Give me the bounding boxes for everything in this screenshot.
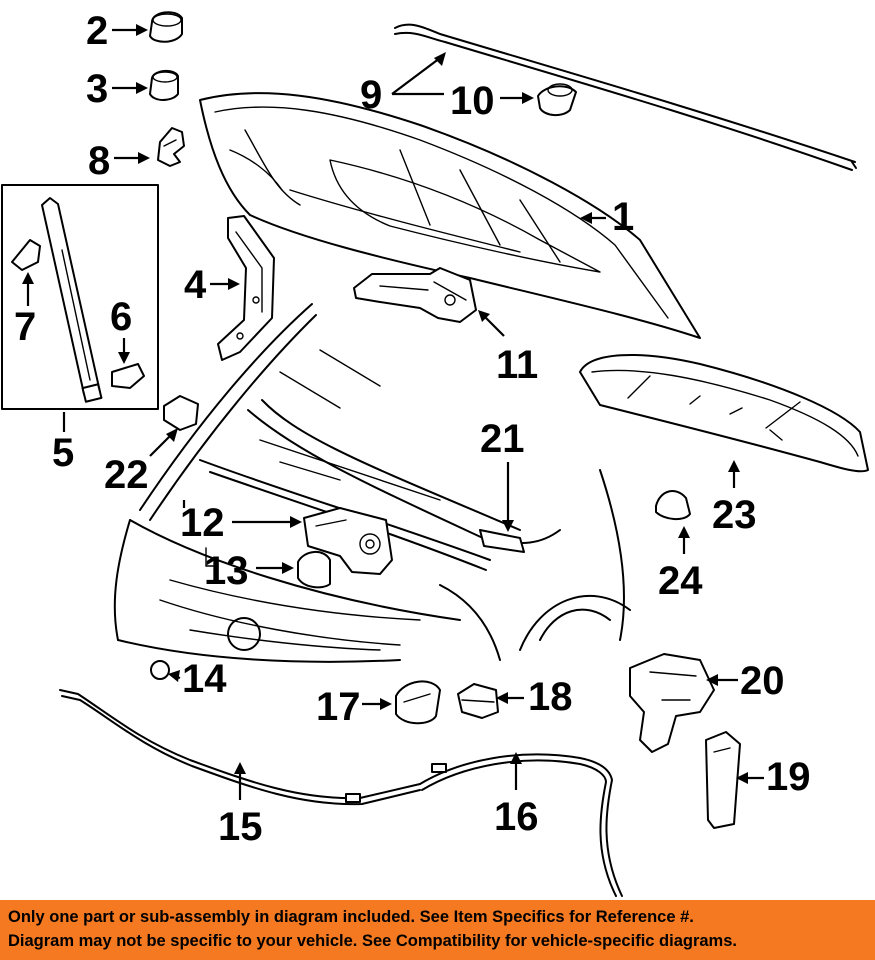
svg-text:7: 7 <box>14 305 36 349</box>
svg-text:21: 21 <box>480 417 525 461</box>
latch-assembly-12 <box>303 507 393 575</box>
callout-11: 11 <box>478 310 538 387</box>
svg-text:10: 10 <box>450 79 495 123</box>
svg-text:18: 18 <box>528 675 573 719</box>
svg-text:8: 8 <box>88 139 110 183</box>
svg-text:4: 4 <box>184 263 207 307</box>
callout-24: 24 <box>658 526 703 603</box>
callout-9: 9 <box>360 52 446 117</box>
release-cable-15 <box>59 689 421 806</box>
svg-text:1: 1 <box>612 195 634 239</box>
callout-6: 6 <box>110 295 132 364</box>
svg-text:16: 16 <box>494 795 539 839</box>
bumper-part-10 <box>537 83 577 116</box>
disclaimer-line-2: Diagram may not be specific to your vehi… <box>8 932 737 950</box>
disclaimer-line-1: Only one part or sub-assembly in diagram… <box>8 908 694 926</box>
release-handle-17 <box>395 680 441 725</box>
svg-text:9: 9 <box>360 73 382 117</box>
bumper-part-2 <box>149 11 183 43</box>
release-cable-16 <box>419 753 623 897</box>
release-handle-13 <box>297 551 331 589</box>
svg-text:22: 22 <box>104 453 149 497</box>
bumper-part-3 <box>149 70 179 101</box>
svg-text:3: 3 <box>86 67 108 111</box>
callout-1: 1 <box>580 195 634 239</box>
clip-part-8 <box>157 127 185 167</box>
svg-text:20: 20 <box>740 659 785 703</box>
callout-21: 21 <box>480 417 525 532</box>
bumper-part-14 <box>150 660 170 680</box>
callout-10: 10 <box>450 79 534 123</box>
callout-20: 20 <box>706 659 785 703</box>
svg-text:5: 5 <box>52 431 74 475</box>
disclaimer-banner: Only one part or sub-assembly in diagram… <box>0 900 875 960</box>
cowl-panel <box>479 529 525 553</box>
callout-14: 14 <box>168 657 227 701</box>
svg-text:23: 23 <box>712 493 757 537</box>
svg-text:14: 14 <box>182 657 227 701</box>
svg-text:13: 13 <box>204 549 249 593</box>
callout-15: 15 <box>218 762 263 849</box>
parts-diagram: 1 2 3 4 5 6 7 8 9 10 <box>1 9 869 897</box>
hood-latch <box>353 267 477 323</box>
bracket-20 <box>629 653 715 753</box>
hood-seal <box>394 23 857 171</box>
vehicle-front-body <box>113 303 631 663</box>
callout-3: 3 <box>86 67 148 111</box>
hood-hinge <box>217 215 275 361</box>
svg-text:11: 11 <box>496 343 538 387</box>
callout-4: 4 <box>184 263 240 307</box>
svg-text:24: 24 <box>658 559 703 603</box>
svg-text:2: 2 <box>86 9 108 53</box>
strut-group-box <box>1 184 159 410</box>
callout-7: 7 <box>14 272 36 349</box>
callout-16: 16 <box>494 752 539 839</box>
svg-text:17: 17 <box>316 685 361 729</box>
callout-23: 23 <box>712 460 757 537</box>
bumper-part-22 <box>163 395 199 431</box>
callout-12: 12 <box>180 500 302 545</box>
latch-part-18 <box>457 683 499 719</box>
svg-text:6: 6 <box>110 295 132 339</box>
callout-18: 18 <box>496 675 573 719</box>
callout-8: 8 <box>88 139 150 183</box>
callout-17: 17 <box>316 685 392 729</box>
svg-text:15: 15 <box>218 805 263 849</box>
callout-2: 2 <box>86 9 148 53</box>
cover-19 <box>705 731 741 829</box>
callout-13: 13 <box>204 547 294 593</box>
callout-19: 19 <box>736 755 811 799</box>
hood-insulator <box>579 353 869 473</box>
callout-5: 5 <box>52 412 74 475</box>
svg-text:19: 19 <box>766 755 811 799</box>
callout-22: 22 <box>104 428 178 497</box>
bumper-part-24 <box>655 490 691 520</box>
hood-panel <box>199 92 701 339</box>
svg-text:12: 12 <box>180 501 225 545</box>
